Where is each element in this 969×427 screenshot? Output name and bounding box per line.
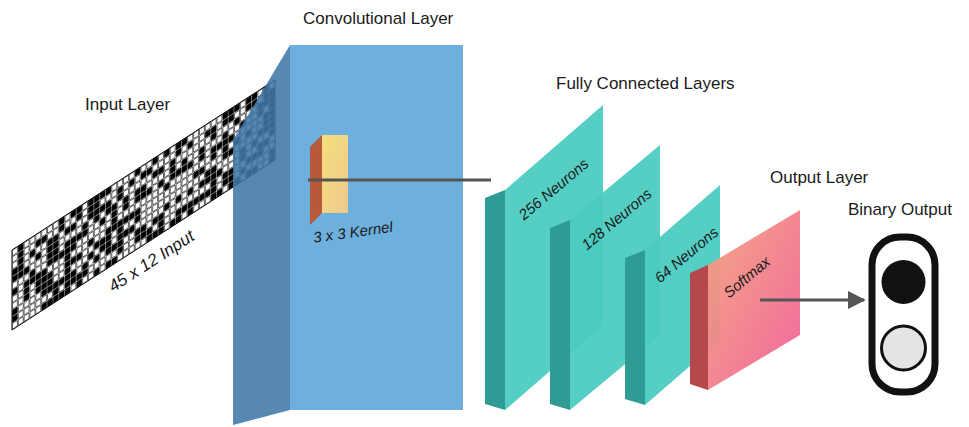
layer-heading: Output Layer xyxy=(770,168,868,187)
layer-label: Binary Output xyxy=(848,200,952,219)
conv-layer: Convolutional Layer3 x 3 Kernel xyxy=(233,45,463,425)
layer-label: Convolutional Layer xyxy=(303,9,453,28)
connector xyxy=(760,300,864,301)
layer-heading: Input Layer xyxy=(85,95,170,114)
group-label: Fully Connected Layers xyxy=(556,74,735,94)
binary-output-light: Binary Output xyxy=(858,200,948,400)
binary-output-light-shape xyxy=(858,200,948,400)
connector xyxy=(308,180,491,181)
